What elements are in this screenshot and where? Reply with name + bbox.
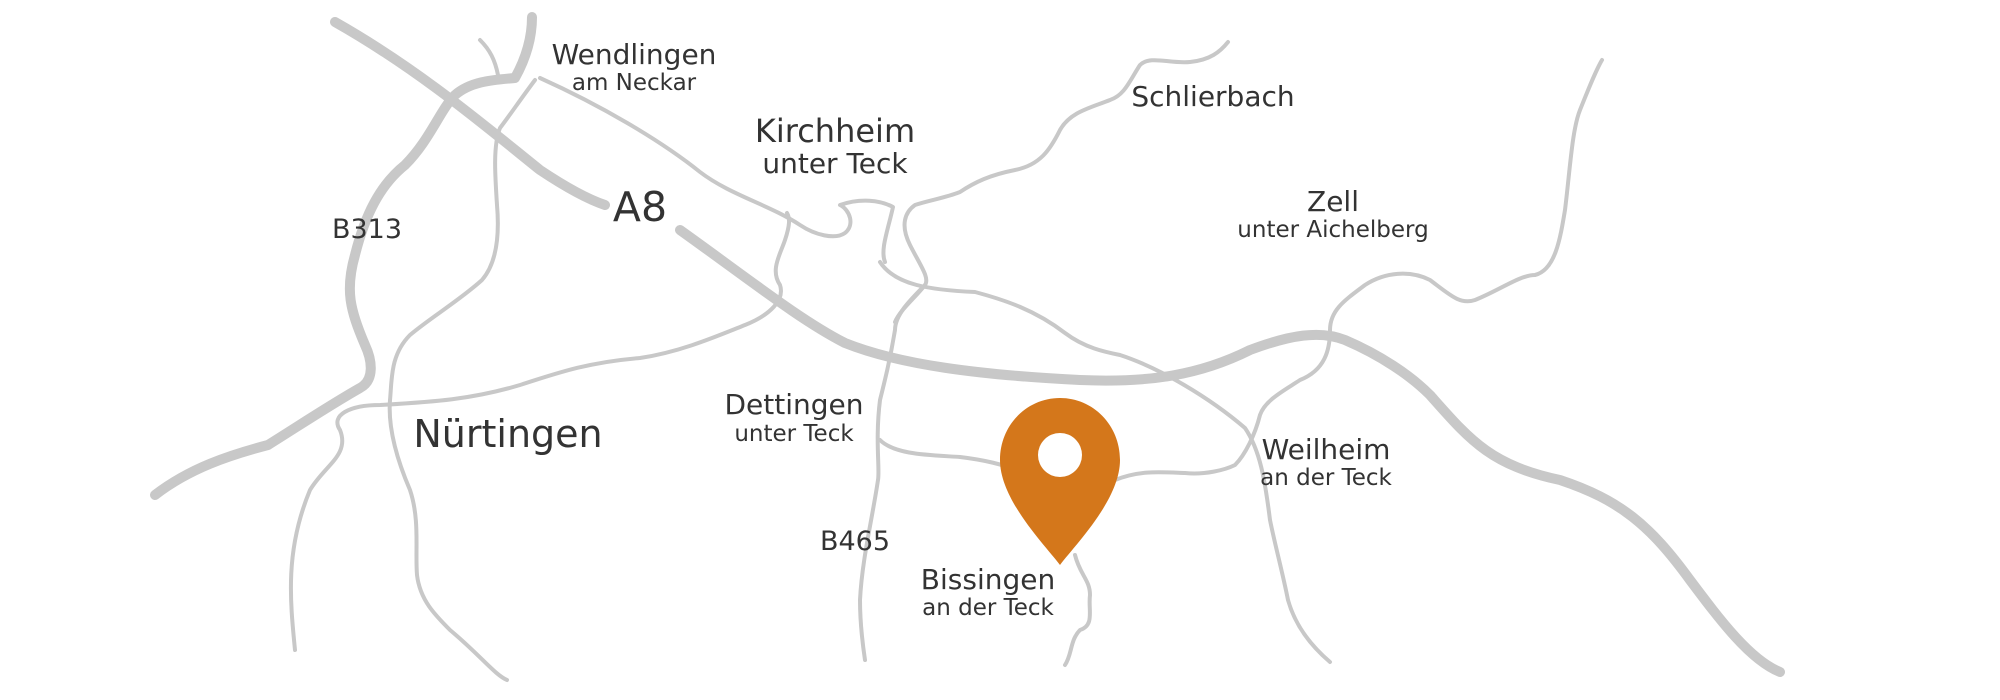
map-pin-hole xyxy=(1038,433,1082,477)
road-a8-east xyxy=(675,225,1785,677)
place-zell: Zell unter Aichelberg xyxy=(1237,185,1428,243)
place-weilheim: Weilheim an der Teck xyxy=(1260,433,1392,491)
place-schlierbach-name: Schlierbach xyxy=(1131,80,1294,113)
place-bissingen-sub: an der Teck xyxy=(922,595,1054,621)
place-wendlingen-name: Wendlingen xyxy=(552,38,717,71)
place-zell-sub: unter Aichelberg xyxy=(1237,217,1428,243)
road-dettingen-bissingen xyxy=(878,438,1017,472)
map-pin-icon[interactable] xyxy=(1000,398,1120,565)
place-schlierbach: Schlierbach xyxy=(1131,80,1294,113)
road-a8-west xyxy=(330,17,610,210)
road-schlierbach xyxy=(893,40,1230,324)
road-b313 xyxy=(150,12,537,500)
place-dettingen-sub: unter Teck xyxy=(734,421,854,447)
place-zell-name: Zell xyxy=(1307,185,1359,218)
road-labels: A8 B313 B465 xyxy=(332,183,890,557)
road-wendlingen-kirchheim xyxy=(538,76,895,264)
road-label-a8: A8 xyxy=(613,183,667,231)
road-network xyxy=(150,12,1785,682)
place-nuertingen: Nürtingen xyxy=(413,412,602,456)
road-b465 xyxy=(858,283,927,662)
place-wendlingen-sub: am Neckar xyxy=(572,70,697,96)
place-weilheim-name: Weilheim xyxy=(1262,433,1391,466)
place-wendlingen: Wendlingen am Neckar xyxy=(552,38,717,96)
road-label-b313: B313 xyxy=(332,214,402,245)
map-pin-body xyxy=(1000,398,1120,565)
place-kirchheim-name: Kirchheim xyxy=(755,112,915,150)
place-bissingen: Bissingen an der Teck xyxy=(921,563,1055,621)
place-kirchheim-sub: unter Teck xyxy=(762,147,908,180)
place-bissingen-name: Bissingen xyxy=(921,563,1055,596)
road-wendlingen-loop xyxy=(478,38,500,77)
road-kirchheim-weilheim xyxy=(878,260,1332,664)
road-wendlingen-south xyxy=(387,78,537,682)
place-kirchheim: Kirchheim unter Teck xyxy=(755,112,915,180)
place-nuertingen-name: Nürtingen xyxy=(413,412,602,456)
road-bissingen-weilheim xyxy=(1113,58,1604,482)
road-bissingen-south xyxy=(1063,553,1092,667)
place-dettingen: Dettingen unter Teck xyxy=(724,388,863,447)
place-dettingen-name: Dettingen xyxy=(724,388,863,421)
place-labels: Wendlingen am Neckar Kirchheim unter Tec… xyxy=(413,38,1428,621)
road-label-b465: B465 xyxy=(820,526,890,557)
road-nuertingen-west xyxy=(288,211,792,652)
place-weilheim-sub: an der Teck xyxy=(1260,465,1392,491)
